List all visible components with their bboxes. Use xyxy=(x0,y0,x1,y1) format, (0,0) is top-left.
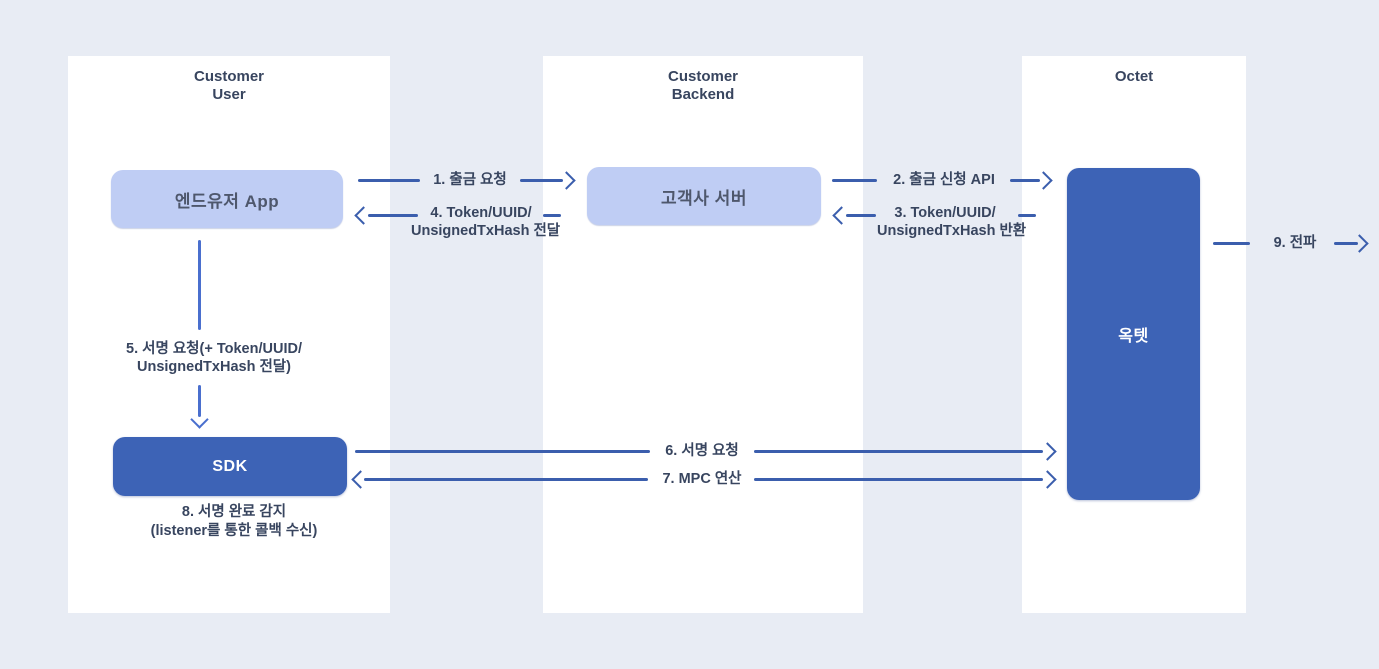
arrow-7-line xyxy=(754,478,1043,481)
sdk-callback-note: 8. 서명 완료 감지 (listener를 통한 콜백 수신) xyxy=(113,503,355,540)
arrow-4-line xyxy=(543,214,561,217)
arrow-1-line xyxy=(358,179,420,182)
lane-title-line: Customer xyxy=(667,68,738,85)
arrow-5-label-line1: 5. 서명 요청(+ Token/UUID/ xyxy=(126,341,302,357)
lane-header-octet: Octet xyxy=(1022,68,1246,86)
arrow-6-label: 6. 서명 요청 xyxy=(665,443,739,459)
arrow-9-line xyxy=(1213,242,1250,245)
lane-title-line: User xyxy=(212,86,246,103)
arrow-3-label-line2: UnsignedTxHash 반환 xyxy=(877,223,1027,239)
arrowhead-right-icon xyxy=(1350,234,1369,253)
arrow-5-line xyxy=(198,385,201,417)
arrow-5-label-line2: UnsignedTxHash 전달) xyxy=(137,358,291,375)
arrow-2-line xyxy=(832,179,877,182)
lane-customer-user: Customer User xyxy=(68,56,390,613)
lane-header-customer-user: Customer User xyxy=(68,68,390,104)
arrow-1-label: 1. 출금 요청 xyxy=(433,172,507,188)
arrow-5-label: 5. 서명 요청(+ Token/UUID/ UnsignedTxHash 전달… xyxy=(104,341,324,376)
lane-title-line: Customer xyxy=(193,68,264,85)
arrow-3-label-line1: 3. Token/UUID/ xyxy=(894,205,996,221)
node-octet: 옥텟 xyxy=(1067,168,1200,500)
arrow-9-label: 9. 전파 xyxy=(1273,235,1317,251)
arrow-6-line xyxy=(754,450,1043,453)
arrow-4-label-line1: 4. Token/UUID/ xyxy=(430,205,532,221)
sdk-callback-note-line2: (listener를 통한 콜백 수신) xyxy=(150,522,318,539)
arrow-2-line xyxy=(1010,179,1040,182)
arrow-3-line xyxy=(846,214,876,217)
node-end-user-app: 엔드유저 App xyxy=(111,170,343,228)
node-sdk: SDK xyxy=(113,437,347,496)
arrow-4-line xyxy=(368,214,418,217)
lane-header-customer-backend: Customer Backend xyxy=(543,68,863,104)
arrow-5-line xyxy=(198,240,201,330)
lane-customer-backend: Customer Backend xyxy=(543,56,863,613)
node-customer-server: 고객사 서버 xyxy=(587,167,821,225)
arrow-1-line xyxy=(520,179,563,182)
arrow-4-label-line2: UnsignedTxHash 전달 xyxy=(411,223,561,239)
node-octet-label: 옥텟 xyxy=(1118,328,1149,345)
arrow-7-line xyxy=(364,478,648,481)
arrow-9-line xyxy=(1334,242,1358,245)
lane-title-line: Octet xyxy=(1114,68,1154,85)
arrow-6-line xyxy=(355,450,650,453)
node-customer-server-label: 고객사 서버 xyxy=(661,188,747,208)
arrow-3-line xyxy=(1018,214,1036,217)
arrow-4-label: 4. Token/UUID/ UnsignedTxHash 전달 xyxy=(411,204,561,240)
sdk-callback-note-line1: 8. 서명 완료 감지 xyxy=(181,504,287,520)
node-end-user-app-label: 엔드유저 App xyxy=(174,191,280,211)
arrow-7-label: 7. MPC 연산 xyxy=(662,471,742,487)
node-sdk-label: SDK xyxy=(212,457,248,475)
lane-title-line: Backend xyxy=(671,86,735,103)
arrow-2-label: 2. 출금 신청 API xyxy=(893,172,995,188)
arrow-3-label: 3. Token/UUID/ UnsignedTxHash 반환 xyxy=(877,204,1027,240)
